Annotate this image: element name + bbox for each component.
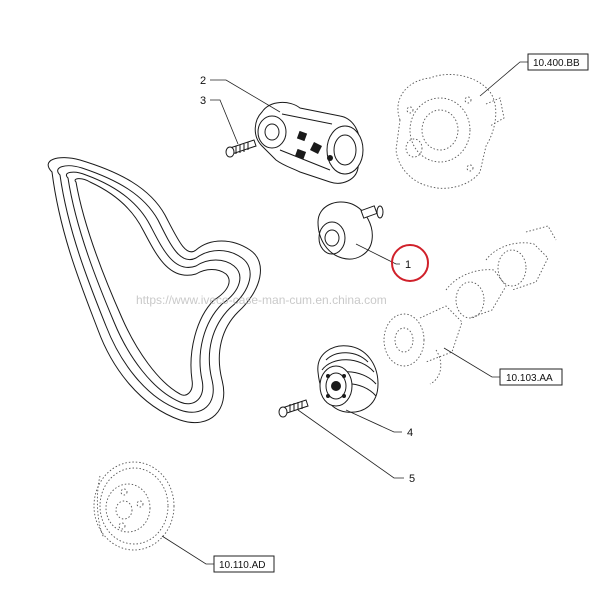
bolt-lower (278, 399, 309, 418)
vibration-damper (93, 461, 175, 551)
bolt-upper (225, 139, 257, 158)
callout-3: 3 (200, 95, 206, 107)
callout-5: 5 (409, 473, 415, 485)
leader-lines (161, 61, 528, 565)
serpentine-belt (47, 157, 261, 424)
idler-pulley (317, 201, 384, 260)
callout-4: 4 (407, 427, 413, 439)
ref-label-damper: 10.110.AD (219, 560, 266, 571)
water-pump (395, 74, 505, 189)
callout-1: 1 (405, 259, 411, 271)
ref-box-damper: 10.110.AD (213, 555, 275, 573)
belt-tensioner (254, 102, 364, 184)
ref-label-crankshaft: 10.103.AA (506, 373, 553, 384)
ref-box-crankshaft: 10.103.AA (499, 368, 563, 386)
callout-2: 2 (200, 75, 206, 87)
ref-label-water-pump: 10.400.BB (533, 58, 580, 69)
highlight-circle (391, 244, 429, 282)
watermark-text: https://www.iveco-case-man-cum.en.china.… (136, 293, 387, 307)
grooved-pulley (317, 345, 379, 413)
crankshaft (383, 225, 557, 385)
ref-box-water-pump: 10.400.BB (527, 53, 589, 71)
